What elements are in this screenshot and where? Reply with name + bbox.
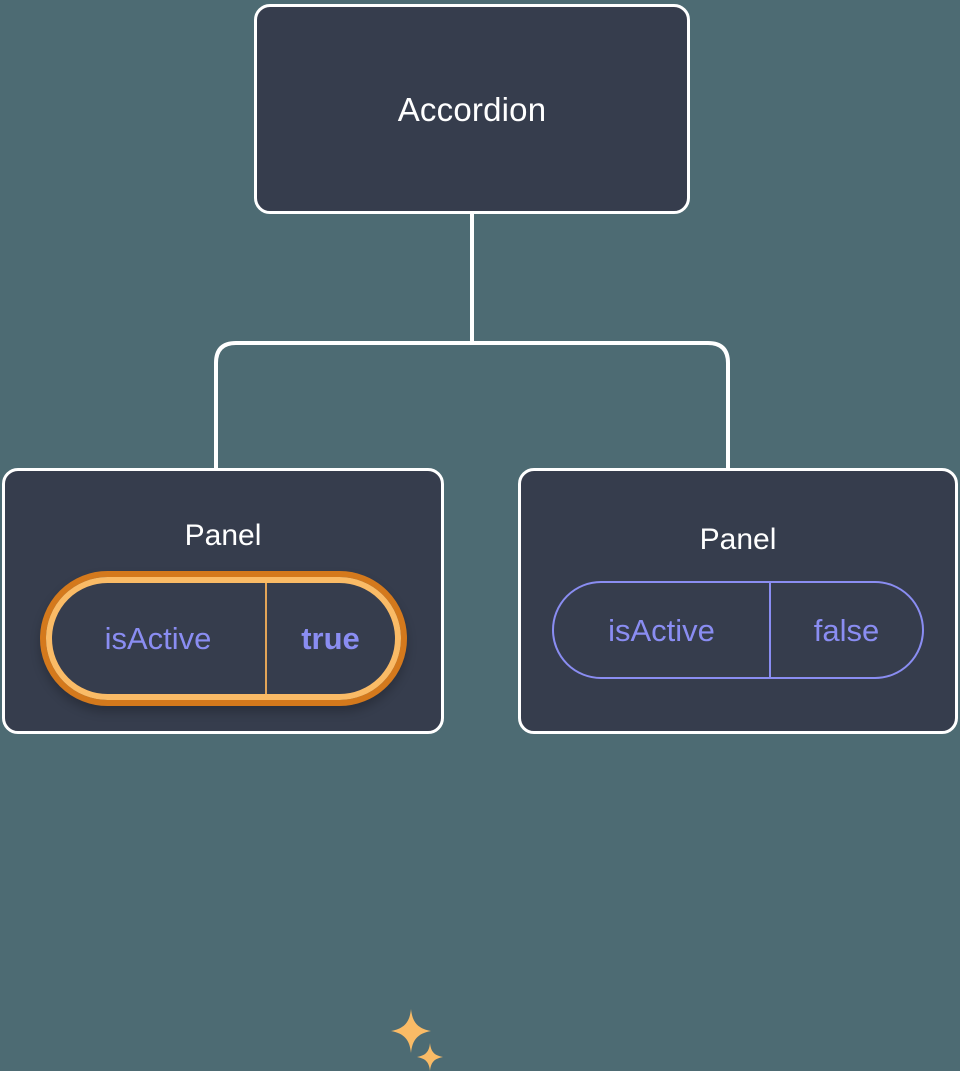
prop-key-isactive-right: isActive	[608, 612, 715, 648]
node-panel-right-title: Panel	[699, 523, 777, 556]
sparkle-large-icon	[391, 1009, 431, 1053]
node-accordion-title: Accordion	[397, 90, 547, 128]
node-panel-left[interactable]: Panel isActive true	[2, 468, 444, 1071]
node-panel-right[interactable]: Panel isActive false	[518, 468, 958, 734]
prop-pill-plain[interactable]: isActive false	[552, 581, 924, 679]
prop-pill-highlighted[interactable]: isActive true	[39, 571, 407, 706]
prop-value-false: false	[769, 583, 922, 677]
diagram-canvas: Accordion Panel isActive true Panel isAc…	[2, 4, 958, 1071]
prop-key-isactive-left: isActive	[104, 621, 212, 656]
node-panel-left-title: Panel	[184, 519, 262, 552]
prop-value-true: true	[264, 583, 395, 694]
connector-bus	[214, 341, 730, 470]
prop-pill-inner-ring: isActive true	[45, 577, 401, 700]
sparkle-small-icon	[417, 1043, 443, 1071]
prop-pill-outer-ring	[39, 571, 407, 706]
node-accordion[interactable]: Accordion	[254, 4, 690, 214]
